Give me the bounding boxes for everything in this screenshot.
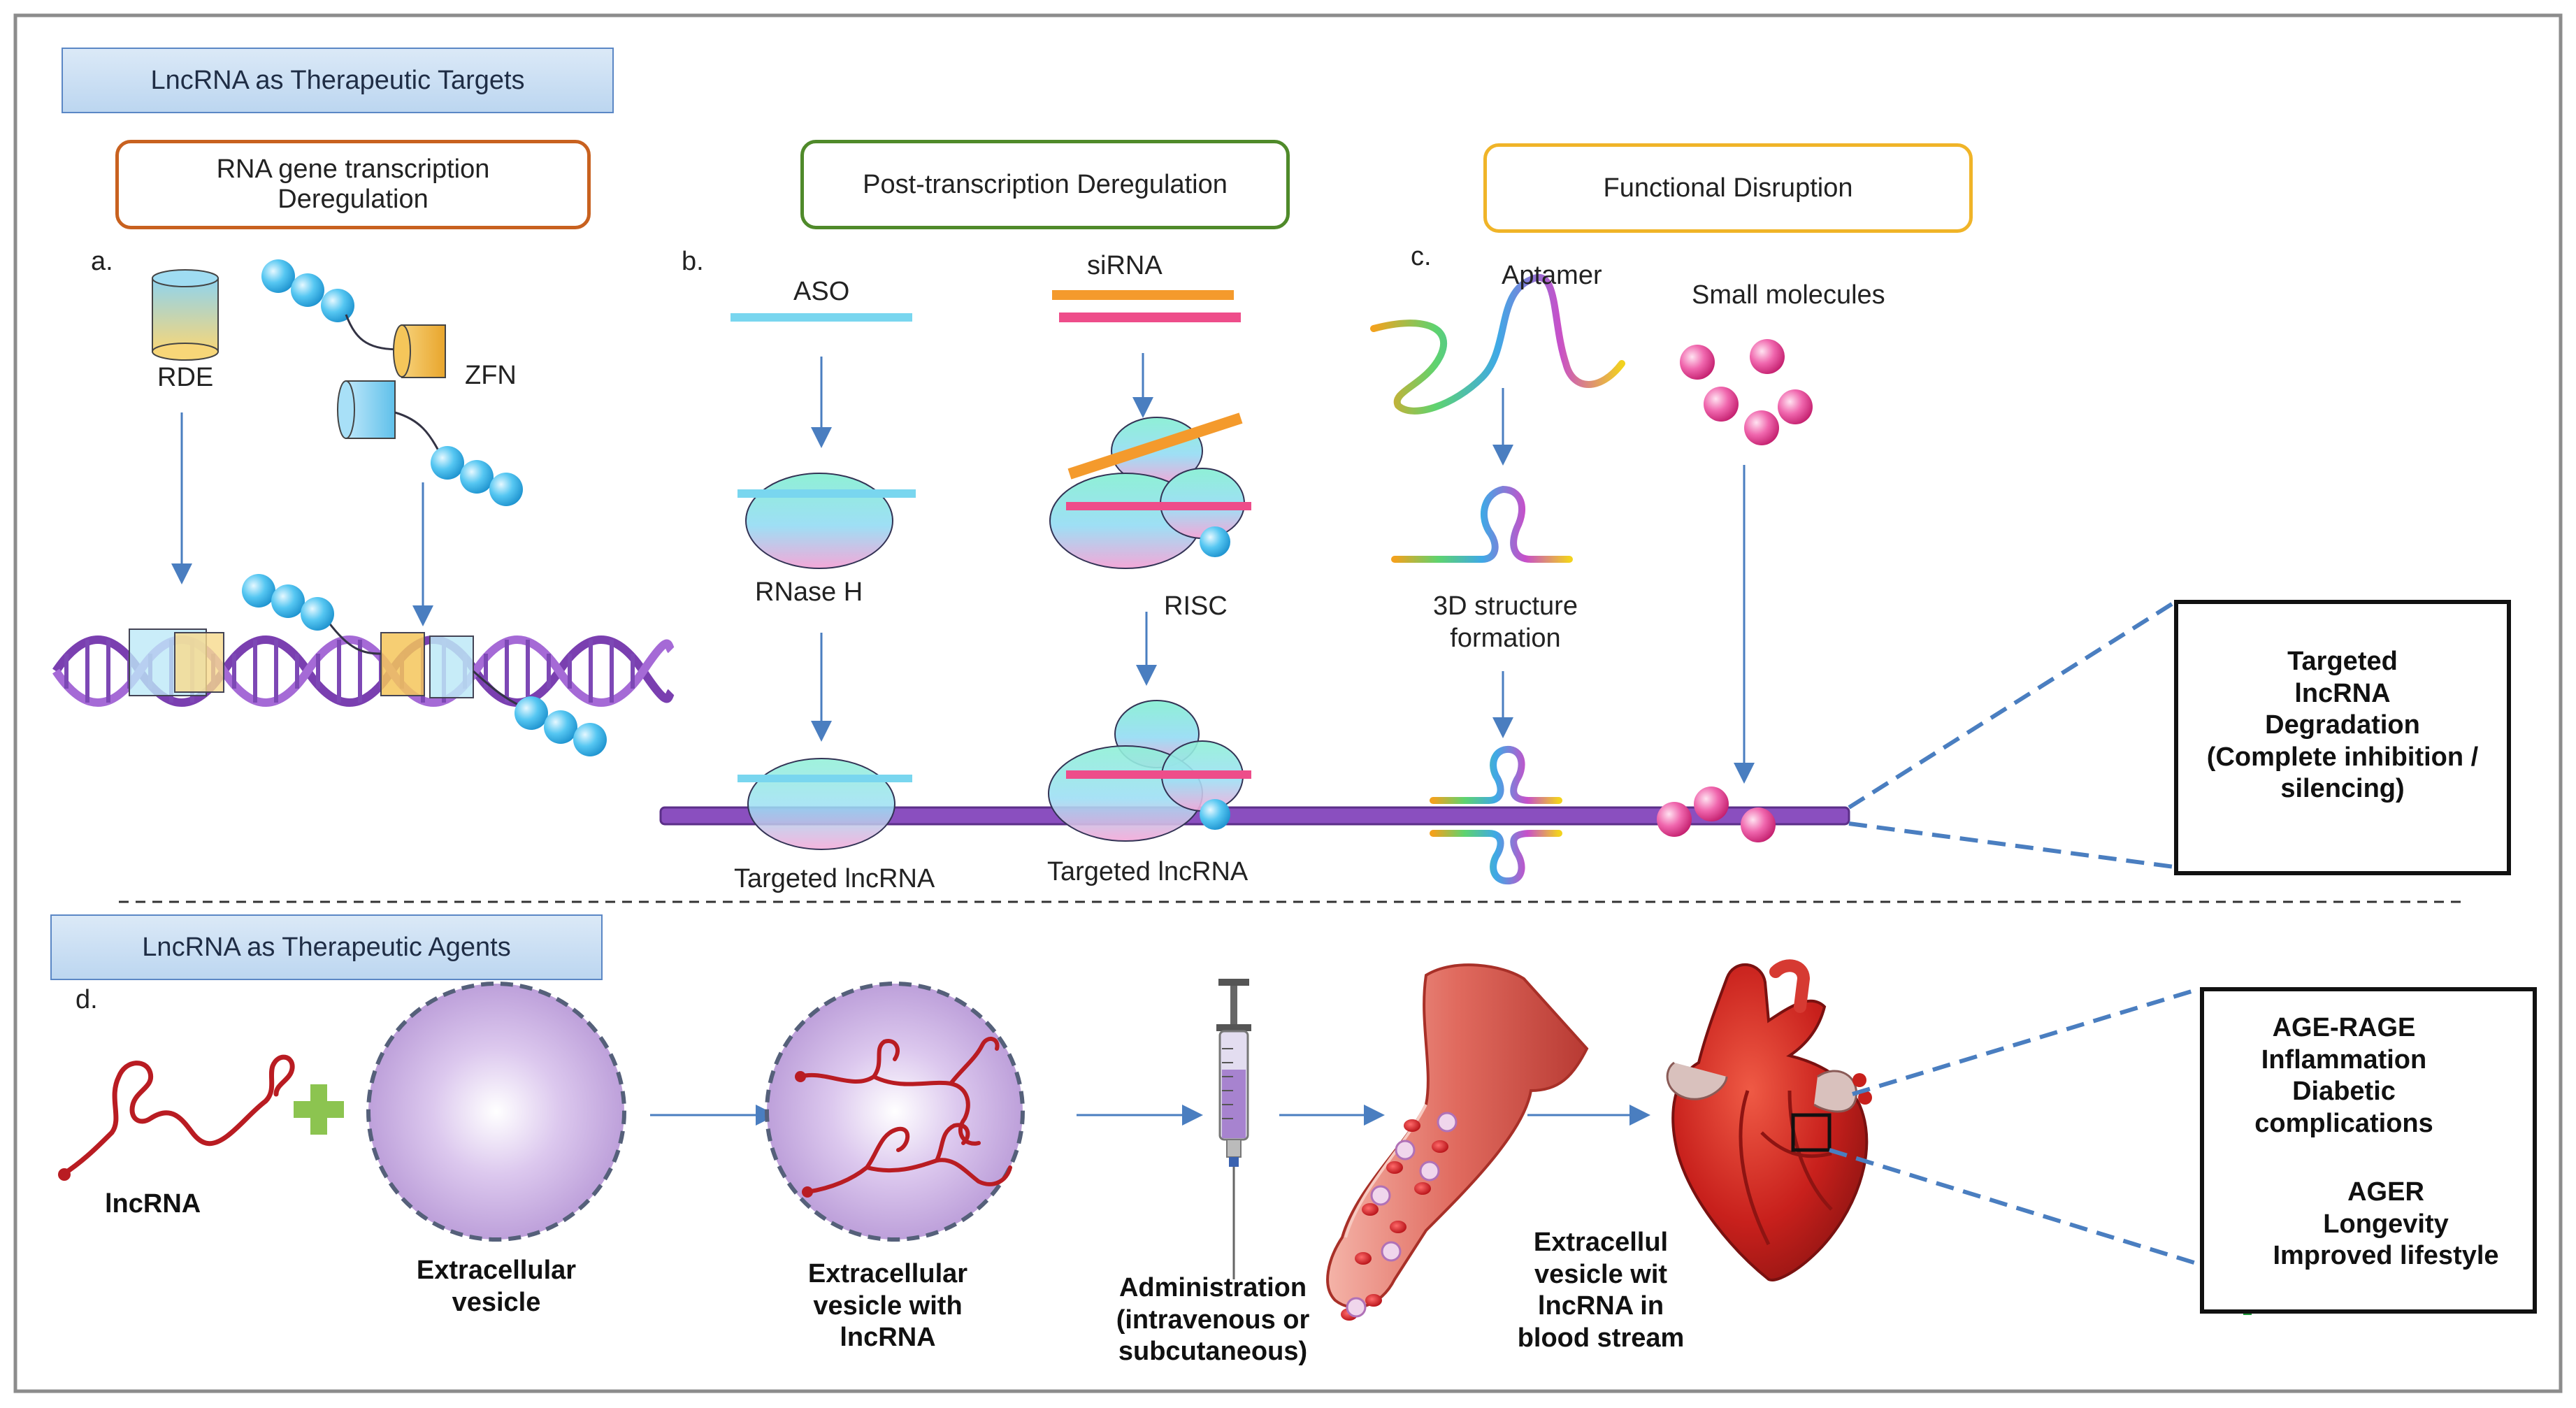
functional-category-box: Functional Disruption xyxy=(1483,143,1973,233)
degradation-line-2: lncRNA xyxy=(2294,678,2391,708)
ev-line-1: Extracellular xyxy=(416,1256,577,1285)
bloodstream-line-4: blood stream xyxy=(1517,1323,1685,1353)
zfn-label: ZFN xyxy=(465,361,517,390)
outer-frame xyxy=(13,13,2563,1393)
vesicle-with-lncrna xyxy=(765,982,1025,1242)
extracellular-vesicle xyxy=(366,982,626,1242)
rde-label: RDE xyxy=(157,363,214,392)
targets-section-header: LncRNA as Therapeutic Targets xyxy=(62,48,614,113)
outcome-down-4: complications xyxy=(2254,1108,2433,1138)
outcome-up-3: Improved lifestyle xyxy=(2273,1241,2499,1271)
targeted-lncrna-label-left: Targeted lncRNA xyxy=(734,864,935,893)
sirna-bottom-strand xyxy=(1059,313,1241,322)
syringe-icon xyxy=(1216,979,1251,1279)
ev-with-lncrna-label: Extracellular vesicle with lncRNA xyxy=(797,1258,979,1354)
rde-cylinder xyxy=(152,269,219,361)
ev-with-line-1: Extracellular xyxy=(807,1259,968,1288)
dna-helix xyxy=(52,574,675,756)
admin-line-1: Administration xyxy=(1118,1273,1307,1302)
aptamer-bound xyxy=(1430,745,1562,885)
administration-label: Administration (intravenous or subcutane… xyxy=(1111,1272,1314,1368)
degradation-line-4: (Complete inhibition / xyxy=(2206,742,2479,772)
outcome-down-2: Inflammation xyxy=(2261,1044,2427,1075)
small-molecules-bound xyxy=(1657,786,1776,842)
targeted-lncrna-strand xyxy=(659,806,1850,826)
degradation-line-3: Degradation xyxy=(2265,710,2420,740)
post-transcription-category-box: Post-transcription Deregulation xyxy=(800,140,1290,229)
degradation-result-box: Targeted lncRNA Degradation (Complete in… xyxy=(2174,600,2511,875)
outcome-down-3: Diabetic xyxy=(2292,1077,2396,1107)
bloodstream-line-2: vesicle wit xyxy=(1534,1259,1668,1289)
lncrna-structure xyxy=(60,1054,295,1177)
aso-strand xyxy=(731,313,912,322)
rnase-h-complex xyxy=(737,473,916,569)
sirna-label: siRNA xyxy=(1087,251,1163,280)
heart-icon xyxy=(1666,959,1872,1281)
outcomes-box: AGE-RAGE Inflammation Diabetic complicat… xyxy=(2200,987,2537,1314)
lncrna-label: lncRNA xyxy=(105,1189,201,1219)
small-molecules-label: Small molecules xyxy=(1692,280,1885,310)
panel-label-d: d. xyxy=(75,985,98,1014)
outcome-down-1: AGE-RAGE xyxy=(2272,1013,2416,1042)
plus-icon xyxy=(294,1084,344,1135)
structure-line-2: formation xyxy=(1450,623,1561,653)
aso-bound-complex xyxy=(737,758,912,850)
risc-bound-complex xyxy=(1048,700,1251,842)
targeted-lncrna-label-right: Targeted lncRNA xyxy=(1047,857,1249,886)
zfn-bottom xyxy=(337,380,523,506)
structure-line-1: 3D structure xyxy=(1433,591,1578,621)
outcome-up-2: Longevity xyxy=(2323,1209,2449,1239)
admin-line-2: (intravenous or xyxy=(1116,1305,1310,1335)
small-molecules xyxy=(1680,339,1813,445)
sirna-top-strand xyxy=(1052,290,1234,300)
aptamer-folded xyxy=(1391,485,1573,563)
agents-section-header: LncRNA as Therapeutic Agents xyxy=(50,914,603,980)
bloodstream-line-3: lncRNA in xyxy=(1537,1291,1664,1321)
structure-formation-label: 3D structure formation xyxy=(1433,591,1578,654)
panel-label-a: a. xyxy=(91,247,113,276)
risc-loading-complex xyxy=(1049,412,1251,569)
bloodstream-label: Extracellul vesicle wit lncRNA in blood … xyxy=(1506,1227,1695,1354)
degradation-line-5: silencing) xyxy=(2280,774,2405,804)
zfn-top xyxy=(261,259,446,378)
ev-label: Extracellular vesicle xyxy=(412,1255,580,1319)
ev-line-2: vesicle xyxy=(452,1287,541,1317)
aptamer-strand xyxy=(1370,274,1625,415)
transcription-line-2: Deregulation xyxy=(278,185,429,214)
bloodstream-line-1: Extracellul xyxy=(1533,1228,1669,1257)
aptamer-label: Aptamer xyxy=(1502,261,1602,290)
rnase-h-label: RNase H xyxy=(755,577,863,607)
blood-vessel xyxy=(1326,963,1589,1321)
ev-with-line-3: lncRNA xyxy=(840,1323,936,1353)
risc-label: RISC xyxy=(1164,591,1228,621)
panel-label-c: c. xyxy=(1411,242,1432,271)
transcription-line-1: RNA gene transcription xyxy=(216,155,490,184)
aso-label: ASO xyxy=(793,277,850,306)
degradation-line-1: Targeted xyxy=(2287,647,2398,676)
panel-label-b: b. xyxy=(682,247,704,276)
admin-line-3: subcutaneous) xyxy=(1118,1337,1308,1367)
ev-with-line-2: vesicle with xyxy=(813,1291,963,1321)
outcome-up-1: AGER xyxy=(2347,1177,2424,1207)
